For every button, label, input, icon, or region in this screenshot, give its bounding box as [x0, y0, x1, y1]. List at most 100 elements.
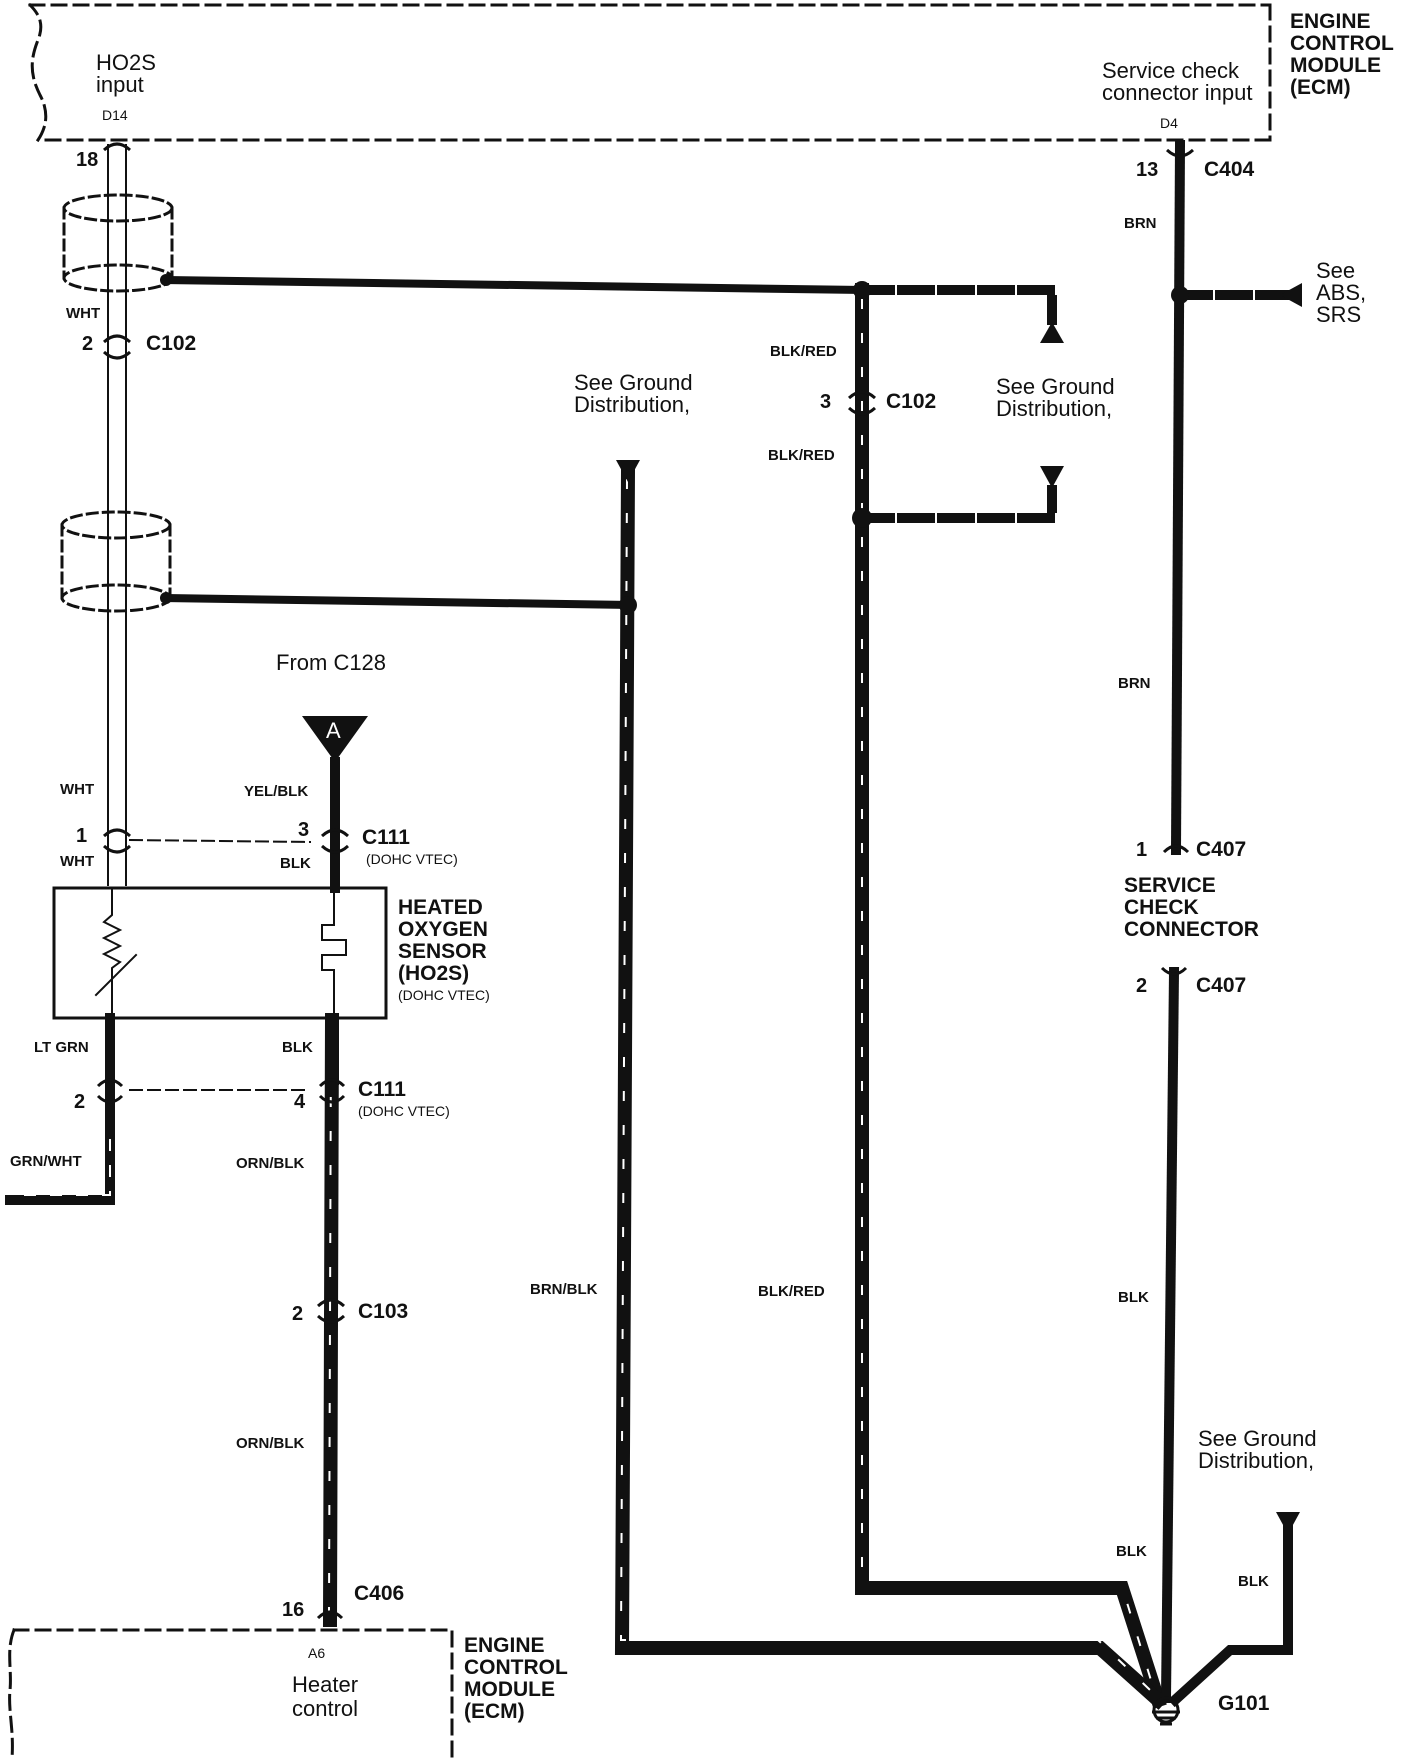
- svg-text:CHECK: CHECK: [1124, 896, 1199, 919]
- heater-control-label-2: control: [292, 1696, 358, 1721]
- from-c128-label: From C128: [276, 650, 386, 675]
- blk-red-wire-stripe: [861, 299, 1156, 1692]
- wire-wht-3: WHT: [60, 853, 94, 870]
- svg-text:MODULE: MODULE: [464, 1678, 555, 1701]
- blk-red-branch-bottom: [857, 485, 1057, 523]
- pin-3-c111: 3: [298, 819, 309, 841]
- pin-2-c407: 2: [1136, 975, 1147, 997]
- svg-text:MODULE: MODULE: [1290, 54, 1381, 77]
- wire-blk-red-2: BLK/RED: [768, 447, 835, 464]
- svg-text:ENGINE: ENGINE: [1290, 10, 1371, 33]
- see-ground-1: See Ground: [574, 370, 693, 395]
- pin-3-c102: 3: [820, 391, 831, 413]
- ho2s-pin18-mark: [102, 142, 132, 152]
- wire-blk-red-1: BLK/RED: [770, 343, 837, 360]
- pin-4-c111: 4: [294, 1091, 306, 1113]
- ecm-top-box: [27, 2, 1272, 143]
- ecm-bottom-terminal: A6: [308, 1645, 325, 1661]
- ho2s-title: HEATED OXYGEN SENSOR (HO2S): [398, 896, 488, 985]
- blk-red-wire: [855, 283, 1167, 1709]
- wire-orn-blk-2: ORN/BLK: [236, 1435, 304, 1452]
- heater-element: [321, 887, 347, 1019]
- ecm-bottom-title: ENGINE CONTROL MODULE (ECM): [464, 1634, 568, 1723]
- ground-arrow-blk-red-top: [1040, 322, 1064, 343]
- heater-control-label: Heater: [292, 1672, 358, 1697]
- brn-blk-wire: [614, 462, 1168, 1710]
- svg-text:CONTROL: CONTROL: [1290, 32, 1394, 55]
- wire-brn-blk: BRN/BLK: [530, 1281, 598, 1298]
- pin-2-c102: 2: [82, 333, 93, 355]
- connector-c103: C103: [358, 1300, 408, 1323]
- connector-c404: C404: [1204, 158, 1255, 181]
- ecm-top-title: ENGINE CONTROL MODULE (ECM): [1290, 10, 1394, 99]
- connector-c406: C406: [354, 1582, 404, 1605]
- wire-lt-grn: LT GRN: [34, 1039, 89, 1056]
- c111-link-top: [128, 838, 312, 844]
- splice-blk-red-bottom: [852, 508, 872, 528]
- wire-blk-1: BLK: [280, 855, 311, 872]
- ho2s-input-label: HO2S: [96, 50, 156, 75]
- shield-lower: [60, 510, 172, 613]
- abs-srs-arrow: [1280, 283, 1302, 307]
- pin-1-c111: 1: [76, 825, 87, 847]
- shield-upper: [62, 193, 174, 293]
- c102-pin3-mark: [847, 390, 877, 416]
- c111-variant-top: (DOHC VTEC): [366, 851, 458, 867]
- service-input-label-2: connector input: [1102, 80, 1252, 105]
- wire-brn-1: BRN: [1124, 215, 1157, 232]
- pin-1-c407: 1: [1136, 839, 1147, 861]
- svg-text:(ECM): (ECM): [1290, 76, 1351, 99]
- wire-wht-1: WHT: [66, 305, 100, 322]
- pin-2-c111: 2: [74, 1091, 85, 1113]
- splice-brn: [1171, 286, 1189, 304]
- ho2s-variant: (DOHC VTEC): [398, 987, 490, 1003]
- svg-text:OXYGEN: OXYGEN: [398, 918, 488, 941]
- c406-pin16-mark: [316, 1610, 344, 1620]
- see-ground-2-line2: Distribution,: [996, 396, 1112, 421]
- see-abs-label-2: ABS,: [1316, 280, 1366, 305]
- wire-wht-2: WHT: [60, 781, 94, 798]
- ground-arrow-blk: [1276, 1512, 1300, 1534]
- brn-blk-wire-stripe: [619, 478, 1152, 1692]
- ho2s-terminal: D14: [102, 107, 128, 123]
- svg-text:CONNECTOR: CONNECTOR: [1124, 918, 1259, 941]
- c111-variant-bottom: (DOHC VTEC): [358, 1103, 450, 1119]
- wire-blk-red-3: BLK/RED: [758, 1283, 825, 1300]
- wire-grn-wht: GRN/WHT: [10, 1153, 82, 1170]
- wire-brn-2: BRN: [1118, 675, 1151, 692]
- c111-pin4-mark: [318, 1078, 346, 1104]
- pin-18: 18: [76, 149, 98, 171]
- splice-blk-red-top: [853, 281, 871, 299]
- service-connector-title: SERVICE CHECK CONNECTOR: [1124, 874, 1259, 941]
- ground-g101: G101: [1218, 1692, 1270, 1715]
- shield-tap-upper: [160, 274, 172, 286]
- blk-ground-branch: [1167, 1523, 1293, 1708]
- connector-c102-left: C102: [146, 332, 196, 355]
- connector-c407-bottom: C407: [1196, 974, 1246, 997]
- pin-13: 13: [1136, 159, 1158, 181]
- orn-blk-wire: [322, 1012, 340, 1628]
- c407-pin2-mark: [1160, 966, 1188, 976]
- shield-drain-upper: [161, 275, 865, 295]
- svg-text:(HO2S): (HO2S): [398, 962, 469, 985]
- c111-pin1-mark: [102, 828, 132, 854]
- connector-c111-bottom: C111: [358, 1078, 406, 1101]
- svg-text:CONTROL: CONTROL: [464, 1656, 568, 1679]
- splice-brn-blk: [619, 596, 637, 614]
- see-ground-2: See Ground: [996, 374, 1115, 399]
- wire-yel-blk: YEL/BLK: [244, 783, 308, 800]
- c404-pin13-mark: [1165, 148, 1195, 158]
- connector-c102-right: C102: [886, 390, 936, 413]
- shield-tap-lower: [160, 592, 172, 604]
- see-ground-3-line2: Distribution,: [1198, 1448, 1314, 1473]
- svg-text:ENGINE: ENGINE: [464, 1634, 545, 1657]
- orn-blk-wire-stripe: [327, 1028, 333, 1612]
- wire-blk-5: BLK: [1238, 1573, 1269, 1590]
- c407-pin1-mark: [1162, 844, 1190, 854]
- c111-pin3-mark: [320, 828, 350, 854]
- see-abs-label-3: SRS: [1316, 302, 1361, 327]
- see-ground-3: See Ground: [1198, 1426, 1317, 1451]
- c102-pin2-mark: [102, 334, 132, 360]
- ho2s-box: [52, 886, 388, 1020]
